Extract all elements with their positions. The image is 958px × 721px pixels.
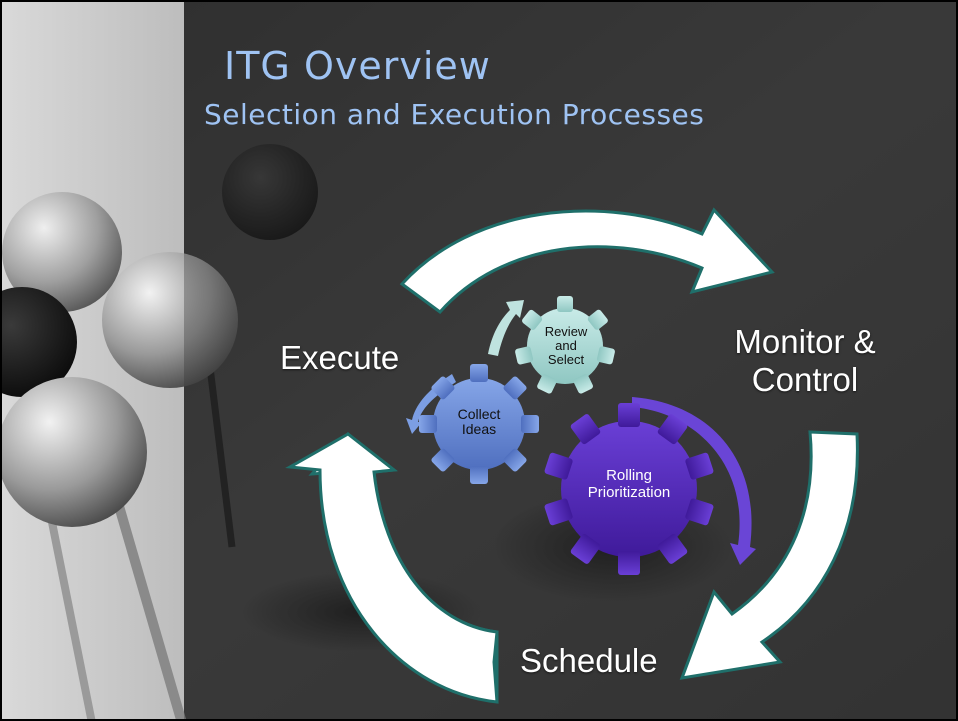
curved-arrow-icon xyxy=(399,207,775,315)
gear-label-line: Rolling xyxy=(606,467,652,484)
curved-arrow-icon xyxy=(632,397,756,565)
stage-label-monitor-control: Monitor & Control xyxy=(712,323,898,399)
gear-icon xyxy=(515,296,615,394)
gear-label-collect-ideas: Collect Ideas xyxy=(439,407,519,437)
gear-label-line: and xyxy=(555,338,577,353)
gear-label-line: Prioritization xyxy=(587,484,671,501)
stage-label-monitor-line1: Monitor & xyxy=(734,323,876,360)
gear-icon xyxy=(419,364,539,484)
slide-title: ITG Overview xyxy=(224,44,491,88)
curved-arrow-icon xyxy=(679,430,859,680)
gear-label-line: Review xyxy=(544,324,588,339)
gear-label-line: Ideas xyxy=(461,421,497,437)
stage-label-execute: Execute xyxy=(280,339,400,376)
gear-label-line: Select xyxy=(547,352,585,367)
stage-label-schedule: Schedule xyxy=(520,642,658,679)
gear-icon xyxy=(544,403,714,575)
gear-label-review-select: Review and Select xyxy=(526,325,606,367)
slide-subtitle: Selection and Execution Processes xyxy=(204,98,705,131)
curved-arrow-icon xyxy=(488,300,524,356)
stage-label-monitor-line2: Control xyxy=(751,361,859,398)
gear-label-line: Collect xyxy=(457,406,501,422)
gear-label-rolling-prioritization: Rolling Prioritization xyxy=(559,467,699,501)
